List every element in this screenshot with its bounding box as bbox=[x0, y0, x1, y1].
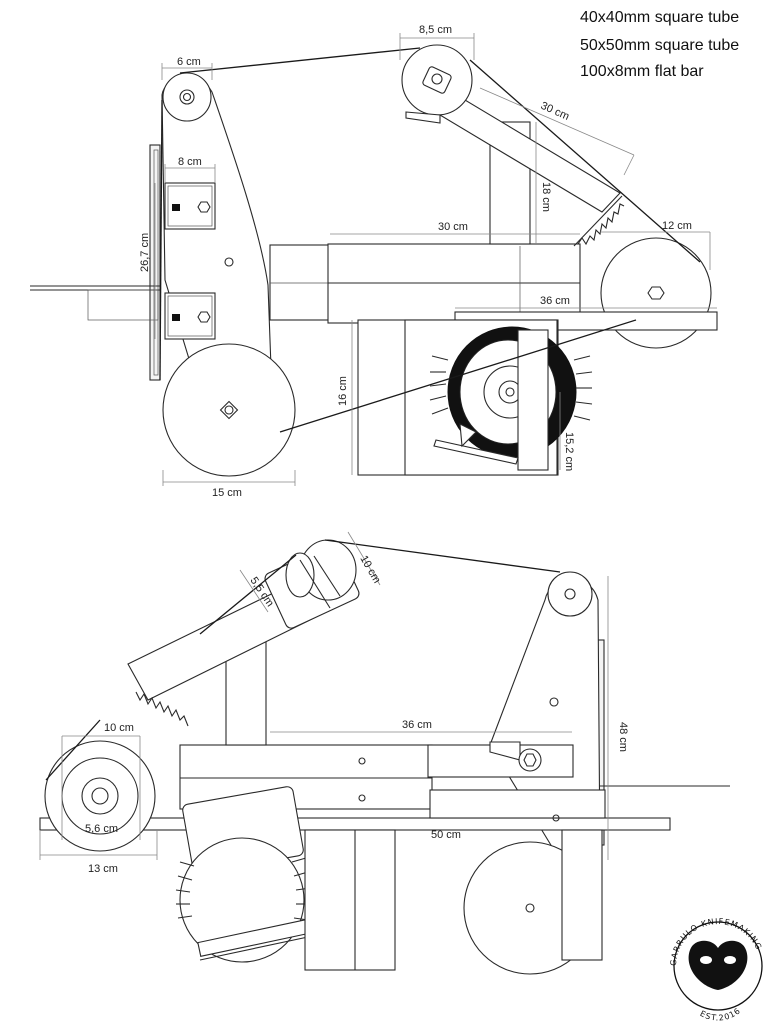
top-right-wheel bbox=[547, 571, 593, 617]
dim-6cm: 6 cm bbox=[177, 56, 201, 68]
belt-left-2 bbox=[199, 554, 297, 635]
tube-stub bbox=[269, 244, 333, 321]
lower-clamp-bolt-icon bbox=[172, 314, 180, 321]
garrulo-logo: GARRULO KNIFEMAKING EST.2016 bbox=[669, 917, 763, 1023]
upper-clamp-bolt-icon bbox=[172, 204, 180, 211]
dim-16cm: 16 cm bbox=[337, 376, 349, 406]
spec-line-3: 100x8mm flat bar bbox=[580, 63, 704, 80]
dim-15cm: 15 cm bbox=[212, 487, 242, 499]
tension-spring bbox=[573, 195, 625, 247]
belt-top-2 bbox=[324, 539, 561, 573]
dim-10cm-top: 10 cm bbox=[357, 554, 382, 586]
left-wheel-2 bbox=[44, 740, 156, 852]
arm-pivot-hole bbox=[224, 257, 234, 267]
logo-nose-icon bbox=[688, 940, 748, 990]
dim-15-2cm: 15,2 cm bbox=[563, 432, 575, 471]
frame-2 bbox=[304, 829, 396, 971]
belt-top bbox=[179, 47, 421, 74]
dim-36cm-2: 36 cm bbox=[402, 719, 432, 731]
motor bbox=[429, 326, 593, 471]
platen-edge bbox=[153, 149, 159, 376]
upper-nut-icon bbox=[197, 201, 211, 213]
top-left-wheel bbox=[162, 72, 212, 122]
dim-48cm: 48 cm bbox=[617, 722, 629, 752]
work-rest-support bbox=[87, 289, 159, 321]
logo-ring bbox=[673, 921, 763, 1011]
dim-12cm: 12 cm bbox=[662, 220, 692, 232]
top-idler-2 bbox=[264, 539, 360, 629]
dim-arm-30cm: 30 cm bbox=[539, 100, 571, 123]
motor-2 bbox=[175, 786, 323, 963]
belt-right bbox=[469, 59, 701, 263]
dim-10cm: 10 cm bbox=[104, 722, 134, 734]
lower-nut-icon bbox=[197, 311, 211, 323]
belt-platen bbox=[159, 99, 163, 381]
dim-26-7cm: 26,7 cm bbox=[139, 233, 151, 272]
material-specs: 40x40mm square tube 50x50mm square tube … bbox=[580, 9, 739, 80]
dim-30cm: 30 cm bbox=[438, 221, 468, 233]
spec-line-1: 40x40mm square tube bbox=[580, 9, 739, 26]
dim-13cm: 13 cm bbox=[88, 863, 118, 875]
bottom-view: 10 cm 5,5 cm 36 cm 48 cm 10 cm 5,6 cm 50… bbox=[39, 531, 730, 975]
dim-5-6cm: 5,6 cm bbox=[85, 823, 118, 835]
dim-50cm: 50 cm bbox=[431, 829, 461, 841]
top-dimension-lines bbox=[154, 33, 717, 486]
dim-18cm: 18 cm bbox=[540, 182, 552, 212]
tension-spring-2 bbox=[135, 691, 189, 727]
spec-line-2: 50x50mm square tube bbox=[580, 37, 739, 54]
dim-8-5cm: 8,5 cm bbox=[419, 24, 452, 36]
belt-bottom bbox=[279, 319, 637, 433]
dim-36cm: 36 cm bbox=[540, 295, 570, 307]
drive-wheel bbox=[162, 343, 296, 477]
bottom-dimension-lines bbox=[39, 531, 609, 860]
top-view: 8,5 cm 6 cm 30 cm 8 cm 18 cm 30 cm 12 cm… bbox=[30, 24, 718, 499]
dim-8cm: 8 cm bbox=[178, 156, 202, 168]
